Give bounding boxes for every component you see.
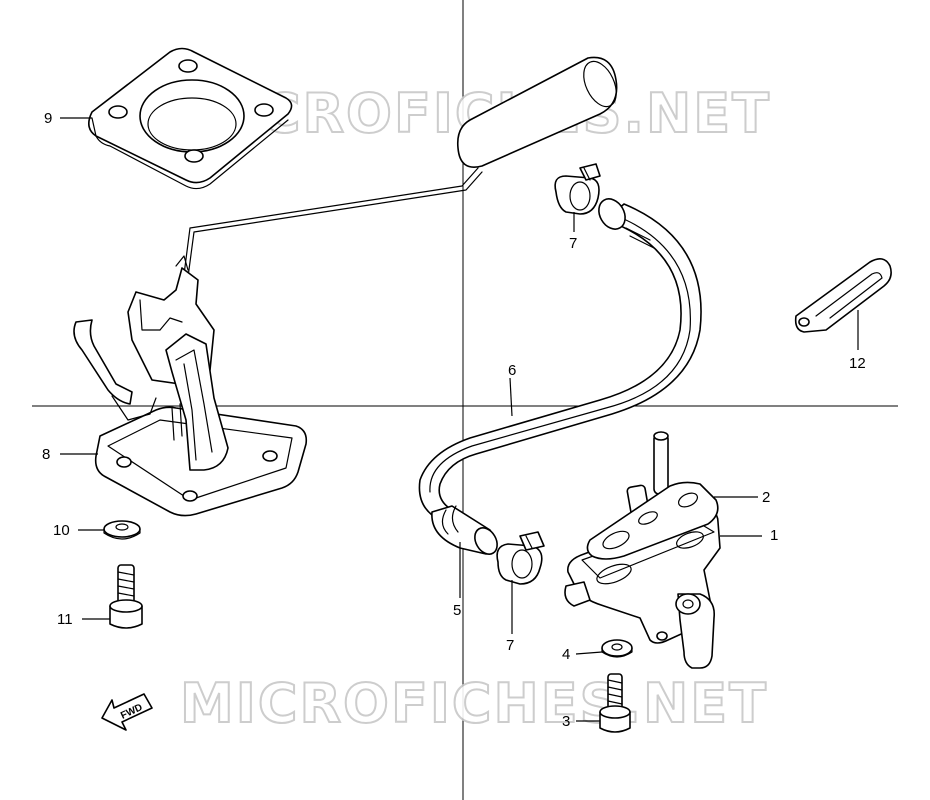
hose-clip-part	[794, 258, 892, 333]
callout-7-top: 7	[569, 235, 577, 252]
fuel-hose-part	[418, 198, 702, 555]
washer-part-left	[103, 520, 141, 540]
callout-11: 11	[57, 611, 73, 628]
bolt-part-right	[599, 673, 631, 733]
callout-9: 9	[44, 110, 52, 127]
hose-clamp-part-bottom	[496, 531, 545, 585]
gasket-part	[586, 481, 719, 560]
fwd-arrow-icon: FWD	[101, 693, 153, 731]
washer-part-right	[601, 639, 633, 658]
callout-5: 5	[453, 602, 461, 619]
callout-10: 10	[53, 522, 70, 539]
leader-lines	[60, 117, 859, 722]
gauge-gasket-part	[88, 47, 293, 190]
callout-4: 4	[562, 646, 570, 663]
callout-6: 6	[508, 362, 516, 379]
callout-7-bottom: 7	[506, 637, 514, 654]
callout-12: 12	[849, 355, 866, 372]
callout-8: 8	[42, 446, 50, 463]
callout-3: 3	[562, 713, 570, 730]
watermark-bottom: MICROFICHES.NET	[180, 672, 768, 735]
callout-1: 1	[770, 527, 778, 544]
callout-2: 2	[762, 489, 770, 506]
fuel-level-gauge-part	[73, 56, 618, 517]
hose-clamp-part-top	[554, 163, 601, 215]
bolt-part-left	[109, 564, 143, 629]
callout-labels: 1 2 3 4 5 6 7 7 8 9 10 11 12	[42, 110, 866, 730]
